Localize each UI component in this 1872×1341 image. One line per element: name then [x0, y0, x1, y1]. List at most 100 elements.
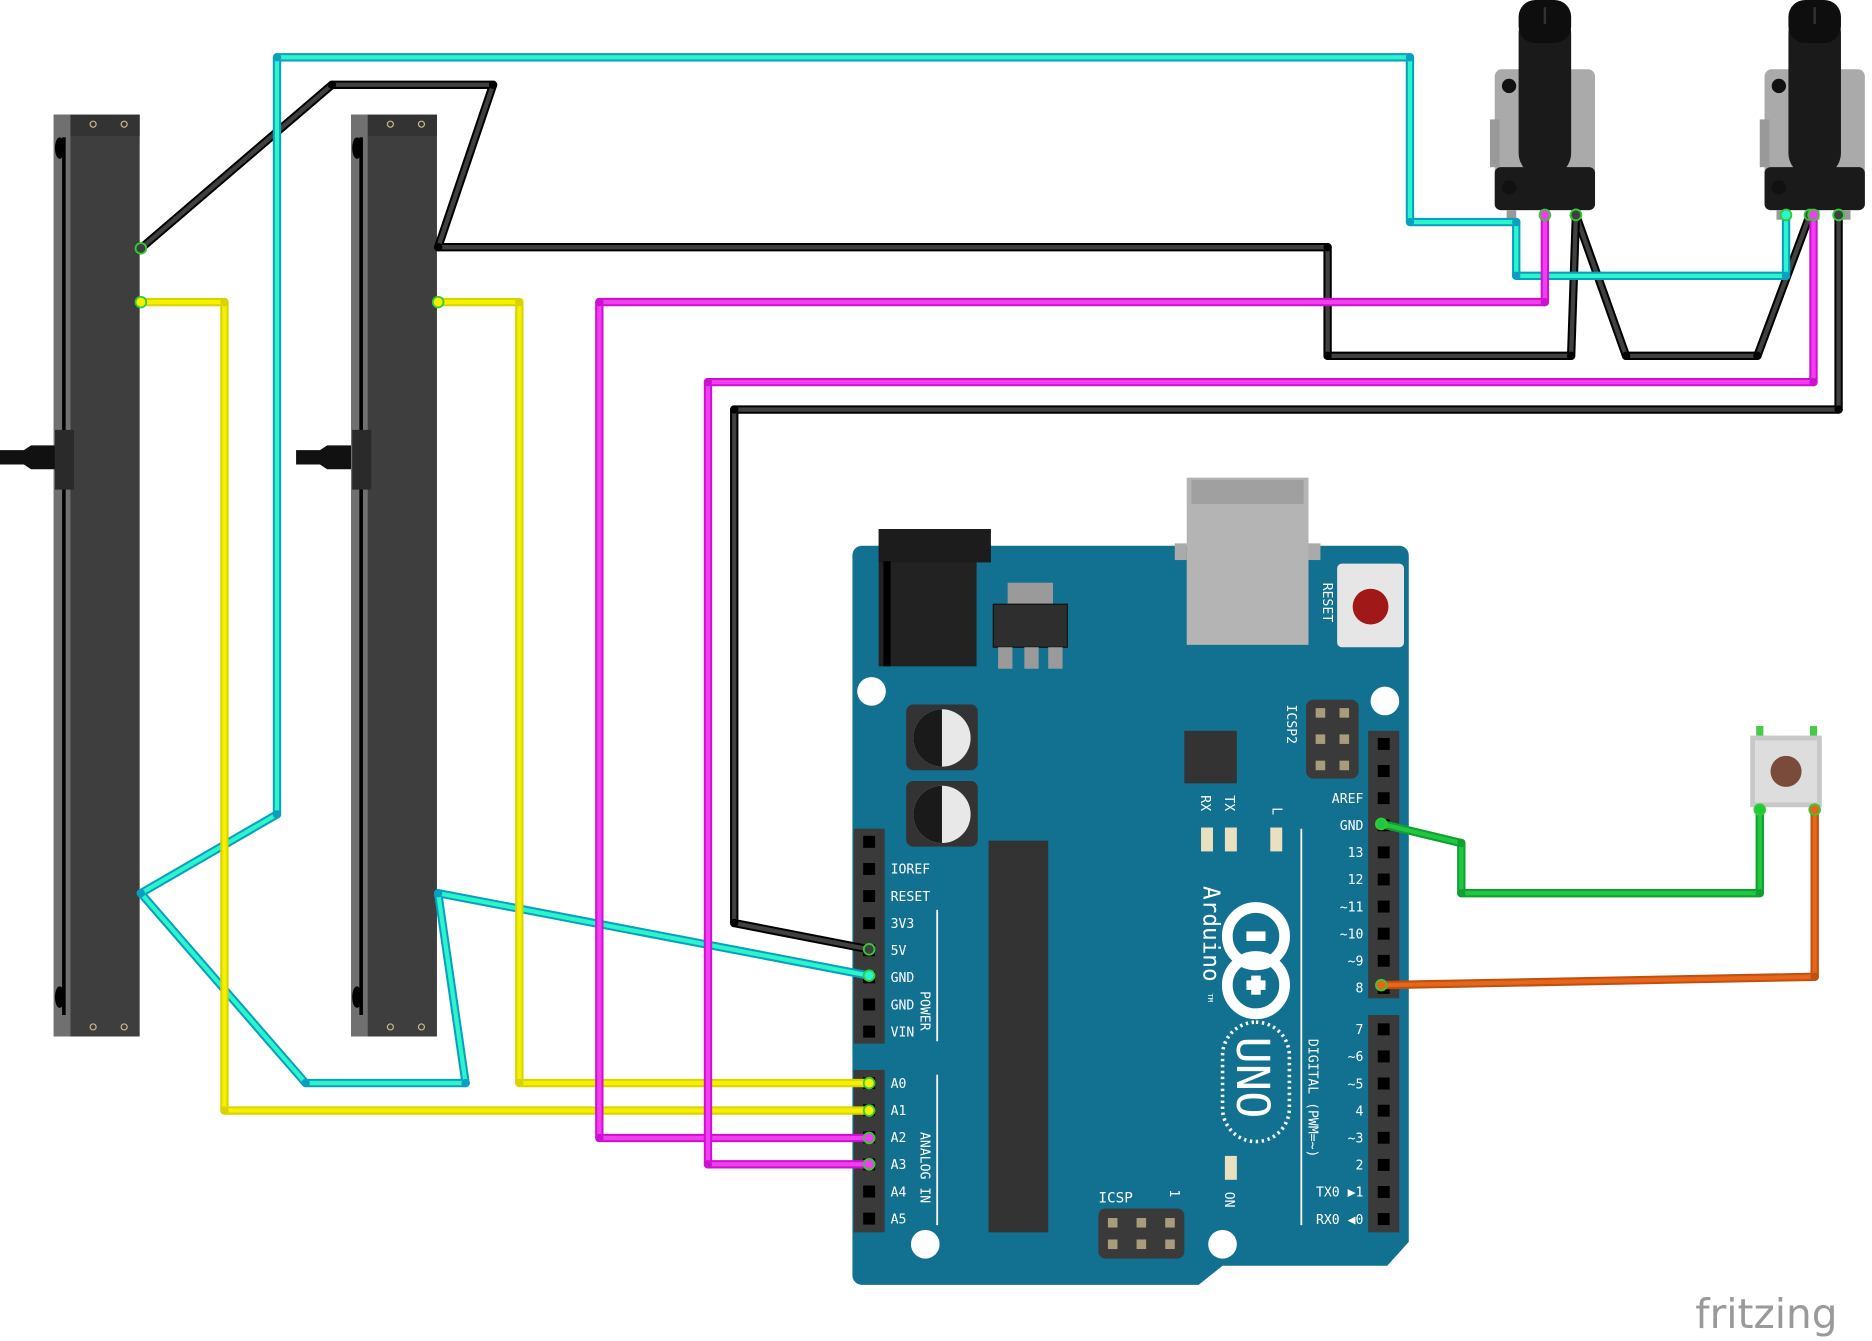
- header-pin-nc[interactable]: [863, 835, 876, 848]
- header-pin-tx01[interactable]: [1377, 1186, 1390, 1198]
- header-pin-nc[interactable]: [1377, 737, 1390, 750]
- wire-yellow-a0[interactable]: [431, 295, 876, 1090]
- header-pin-9[interactable]: [1377, 954, 1390, 967]
- wire-bendpoint[interactable]: [136, 889, 146, 898]
- slider-handle[interactable]: [0, 429, 75, 490]
- wire-endpoint[interactable]: [1832, 208, 1845, 222]
- wire-yellow-a1[interactable]: [134, 295, 876, 1117]
- slide-potentiometer-1[interactable]: [0, 114, 140, 1037]
- wire-bendpoint[interactable]: [272, 810, 282, 819]
- wire-bendpoint[interactable]: [1621, 351, 1631, 361]
- wire-bendpoint[interactable]: [1540, 297, 1550, 307]
- wire-orange-button[interactable]: [1375, 803, 1821, 992]
- header-pin-12[interactable]: [1377, 873, 1390, 886]
- wire-endpoint[interactable]: [1538, 208, 1552, 222]
- wire-bendpoint[interactable]: [1512, 271, 1521, 281]
- wire-bendpoint[interactable]: [1566, 351, 1576, 361]
- header-pin-ioref[interactable]: [863, 862, 876, 875]
- rotary-potentiometer-1[interactable]: [1489, 0, 1596, 220]
- wire-bendpoint[interactable]: [327, 80, 337, 89]
- wire-bendpoint[interactable]: [1809, 377, 1818, 387]
- header-pin-a5[interactable]: [863, 1212, 876, 1225]
- wire-bendpoint[interactable]: [595, 1133, 604, 1143]
- wire-bendpoint[interactable]: [220, 1106, 229, 1115]
- digital-pin-label: GND: [1340, 819, 1364, 834]
- wire-bendpoint[interactable]: [1457, 838, 1466, 848]
- wire-bendpoint[interactable]: [1512, 217, 1521, 227]
- header-pin-7[interactable]: [1377, 1023, 1390, 1036]
- wire-endpoint[interactable]: [862, 1158, 876, 1171]
- wire-endpoint[interactable]: [1808, 803, 1821, 816]
- wire-bendpoint[interactable]: [1810, 972, 1819, 981]
- wire-bendpoint[interactable]: [1457, 889, 1466, 898]
- wire-bendpoint[interactable]: [301, 1078, 310, 1088]
- wire-endpoint[interactable]: [1375, 978, 1388, 992]
- wire-endpoint[interactable]: [1753, 803, 1767, 816]
- wire-endpoint[interactable]: [862, 1104, 876, 1117]
- wire-bendpoint[interactable]: [730, 405, 739, 414]
- wire-magenta-a3[interactable]: [703, 208, 1820, 1171]
- header-pin-3v3[interactable]: [863, 917, 876, 930]
- header-pin-10[interactable]: [1377, 927, 1390, 940]
- header-pin-6[interactable]: [1377, 1050, 1390, 1063]
- wire-bendpoint[interactable]: [433, 243, 443, 252]
- wire-bendpoint[interactable]: [461, 1078, 470, 1088]
- wire-bendpoint[interactable]: [1753, 351, 1762, 361]
- header-pin-a4[interactable]: [863, 1185, 876, 1198]
- wire-endpoint[interactable]: [431, 295, 445, 309]
- wire-bendpoint[interactable]: [595, 297, 604, 307]
- wire-magenta-a2[interactable]: [595, 208, 1552, 1145]
- wire-green-button[interactable]: [1375, 803, 1767, 898]
- wire-endpoint[interactable]: [1375, 817, 1388, 831]
- wire-bendpoint[interactable]: [433, 889, 443, 898]
- wire-endpoint[interactable]: [1779, 208, 1793, 222]
- header-pin-2[interactable]: [1377, 1158, 1390, 1171]
- wire-endpoint[interactable]: [134, 242, 148, 255]
- wire-bendpoint[interactable]: [1405, 217, 1415, 227]
- analog-pin-label: A2: [891, 1131, 907, 1146]
- wire-bendpoint[interactable]: [220, 297, 229, 307]
- wire-bendpoint[interactable]: [1323, 351, 1332, 361]
- wire-bendpoint[interactable]: [1834, 405, 1843, 414]
- wire-endpoint[interactable]: [862, 1076, 876, 1090]
- arduino-uno-board[interactable]: RESET RX TX L ON: [852, 477, 1409, 1285]
- wire-endpoint[interactable]: [862, 943, 876, 956]
- header-pin-reset[interactable]: [863, 890, 876, 903]
- header-pin-rx00[interactable]: [1377, 1213, 1390, 1226]
- wire-bendpoint[interactable]: [1323, 243, 1332, 252]
- wire-bendpoint[interactable]: [515, 297, 524, 307]
- wire-black-pot2[interactable]: [1569, 208, 1817, 361]
- reset-button[interactable]: [1337, 563, 1404, 648]
- header-pin-13[interactable]: [1377, 846, 1390, 859]
- wire-bendpoint[interactable]: [1781, 271, 1791, 281]
- wire-bendpoint[interactable]: [515, 1078, 524, 1088]
- header-pin-vin[interactable]: [863, 1025, 876, 1038]
- wire-endpoint[interactable]: [134, 295, 148, 309]
- wire-endpoint[interactable]: [862, 1131, 876, 1145]
- wire-bendpoint[interactable]: [488, 80, 498, 89]
- wire-cyan-gnd[interactable]: [136, 53, 1793, 1088]
- wire-bendpoint[interactable]: [730, 918, 739, 928]
- wire-endpoint[interactable]: [862, 969, 876, 982]
- slide-potentiometer-2[interactable]: [296, 114, 437, 1037]
- header-pin-11[interactable]: [1377, 900, 1390, 913]
- wire-bendpoint[interactable]: [1405, 53, 1415, 62]
- push-button[interactable]: [1750, 726, 1822, 815]
- header-pin-gnd[interactable]: [863, 998, 876, 1011]
- rotary-potentiometer-2[interactable]: [1759, 0, 1865, 220]
- wire-bendpoint[interactable]: [703, 1160, 713, 1169]
- header-pin-5[interactable]: [1377, 1077, 1390, 1090]
- power-pin-label: RESET: [891, 890, 931, 905]
- header-pin-nc[interactable]: [1377, 765, 1390, 778]
- header-pin-4[interactable]: [1377, 1104, 1390, 1117]
- wire-bendpoint[interactable]: [272, 53, 282, 62]
- wire-black-5v[interactable]: [730, 208, 1845, 956]
- header-pin-3[interactable]: [1377, 1131, 1390, 1144]
- slider-handle[interactable]: [296, 429, 372, 490]
- wire-endpoint[interactable]: [1807, 208, 1820, 222]
- wire-endpoint[interactable]: [1569, 208, 1583, 222]
- header-pin-aref[interactable]: [1377, 792, 1390, 805]
- wire-bendpoint[interactable]: [703, 377, 713, 387]
- wire-black-pot1[interactable]: [134, 80, 1583, 361]
- wire-bendpoint[interactable]: [1755, 889, 1764, 898]
